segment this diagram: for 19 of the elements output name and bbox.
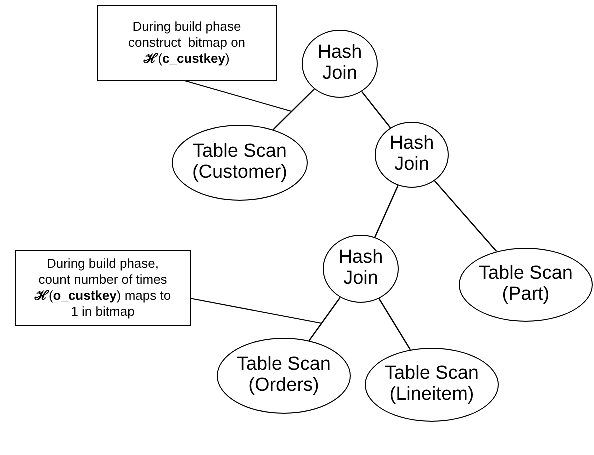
operator-label: Table Scan (Customer) <box>191 142 288 184</box>
operator-label: Hash Join <box>316 43 364 85</box>
operator-label: Table Scan (Lineitem) <box>384 364 480 406</box>
note-text: During build phase, count number of times ℋ(o_custkey) maps to 1 in bitmap <box>34 256 172 320</box>
leader-line <box>190 298 322 324</box>
tree-edge <box>434 180 498 252</box>
operator-label: Hash Join <box>338 248 384 290</box>
callout-box <box>97 5 277 81</box>
operator-label: Table Scan (Orders) <box>236 355 332 397</box>
note-text: During build phase construct bitmap on ℋ(c_custkey) <box>127 18 247 68</box>
tree-edge <box>272 88 315 130</box>
tree-edge <box>308 297 341 342</box>
tree-edge <box>374 185 399 238</box>
operator-label: Table Scan (Part) <box>478 264 574 306</box>
tree-edge <box>378 298 412 350</box>
tree-edge <box>361 91 392 128</box>
operator-label: Hash Join <box>388 134 436 176</box>
leader-line <box>184 80 292 112</box>
callout-box <box>15 250 191 326</box>
